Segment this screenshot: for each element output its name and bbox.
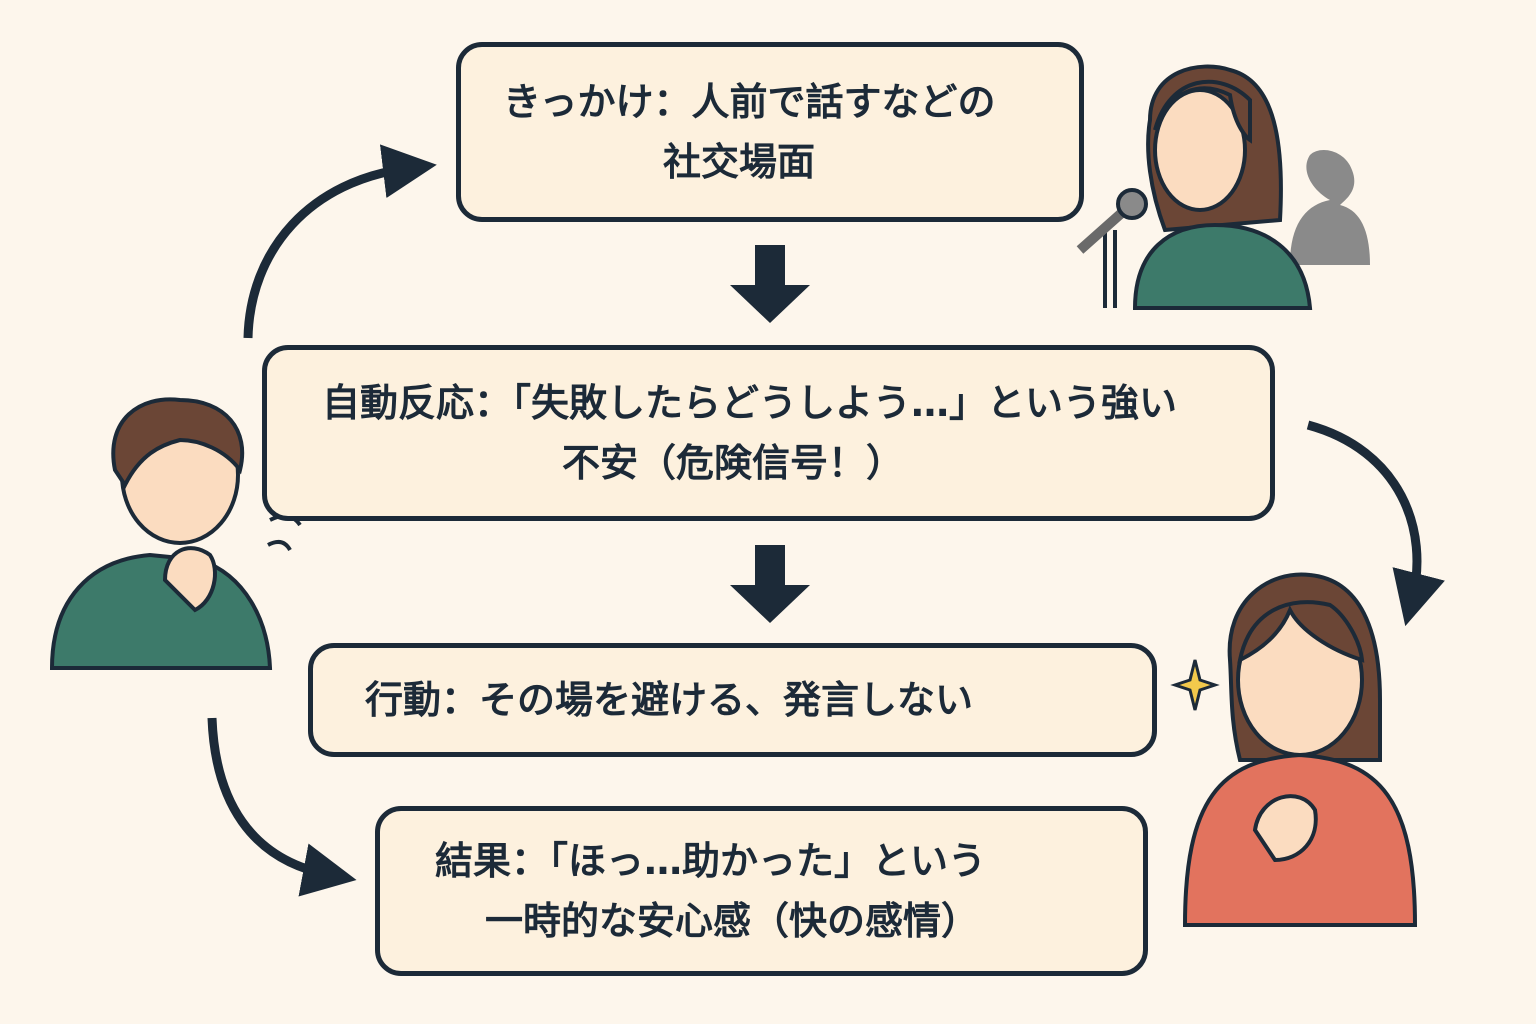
down-arrow-2 (730, 545, 810, 623)
trigger-box: きっかけ：人前で話すなどの 社交場面 (456, 42, 1084, 222)
trigger-line-1: きっかけ：人前で話すなどの (503, 80, 996, 124)
result-line-2: 一時的な安心感（快の感情） (485, 899, 980, 943)
cycle-arrow-to-result (207, 717, 357, 897)
result-line-1: 結果：「ほっ…助かった」という (435, 839, 987, 883)
relieved-woman-illustration (1170, 572, 1418, 927)
cycle-arrow-to-relief (1306, 420, 1445, 627)
result-box: 結果：「ほっ…助かった」という 一時的な安心感（快の感情） (375, 806, 1148, 976)
speaker-illustration (1076, 64, 1370, 310)
down-arrow-1 (730, 245, 810, 323)
behavior-box: 行動：その場を避ける、発言しない (308, 643, 1157, 757)
cycle-arrow-to-trigger (243, 144, 437, 339)
automatic-reaction-box: 自動反応：「失敗したらどうしよう…」という強い 不安（危険信号！） (262, 345, 1275, 521)
behavior-line-1: 行動：その場を避ける、発言しない (365, 678, 974, 722)
worried-man-illustration (49, 397, 302, 670)
automatic-reaction-line-2: 不安（危険信号！） (562, 441, 905, 485)
trigger-line-2: 社交場面 (663, 140, 816, 184)
automatic-reaction-line-1: 自動反応：「失敗したらどうしよう…」という強い (322, 381, 1178, 425)
